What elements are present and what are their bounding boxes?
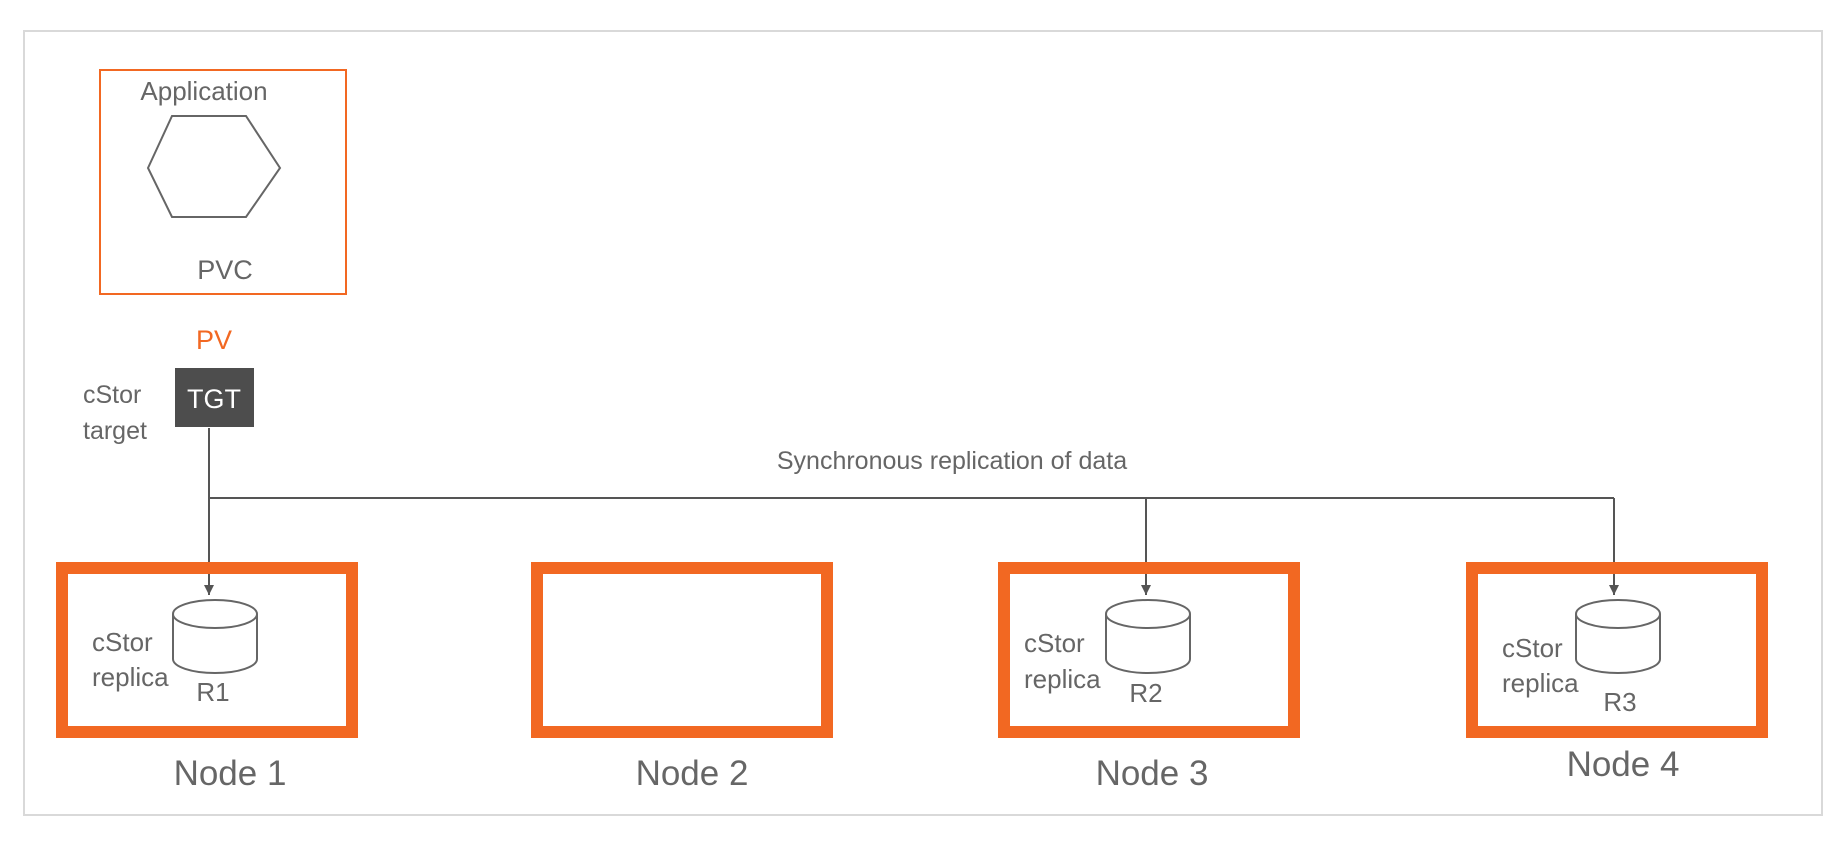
- replica-r1-cylinder-icon: [172, 599, 258, 674]
- application-title: Application: [140, 76, 267, 106]
- target-box: [175, 368, 254, 427]
- node-1: cStor replica R1 Node 1: [56, 562, 358, 793]
- replica-r2-cylinder-icon: [1105, 599, 1191, 674]
- pvc-label: PVC: [197, 255, 253, 285]
- replication-label: Synchronous replication of data: [777, 447, 1127, 475]
- node-2: Node 2: [531, 562, 833, 793]
- node-3-replica-line1: cStor: [1024, 628, 1085, 658]
- node-3-replica-line2: replica: [1024, 664, 1101, 694]
- node-4-replica-id: R3: [1603, 687, 1636, 717]
- node-1-replica-id: R1: [196, 677, 229, 707]
- node-4-replica-line1: cStor: [1502, 633, 1563, 663]
- node-3-replica-id: R2: [1129, 678, 1162, 708]
- target-box-label: TGT: [187, 384, 241, 414]
- node-1-label: Node 1: [174, 754, 287, 793]
- diagram-frame: [23, 30, 1823, 816]
- application-box: Application PVC: [99, 69, 347, 295]
- node-1-replica-line1: cStor: [92, 627, 153, 657]
- node-2-label: Node 2: [636, 754, 749, 793]
- node-3-label: Node 3: [1096, 754, 1209, 793]
- pv-label: PV: [196, 325, 232, 355]
- node-4-label: Node 4: [1567, 745, 1680, 784]
- replication-connectors: [204, 428, 1619, 595]
- application-hexagon-icon: [146, 115, 282, 218]
- target-label-line1: cStor: [83, 381, 141, 409]
- node-1-replica-line2: replica: [92, 662, 169, 692]
- replica-r3-cylinder-icon: [1575, 599, 1661, 674]
- node-3: cStor replica R2 Node 3: [998, 562, 1300, 793]
- target-label-line2: target: [83, 417, 147, 445]
- node-4: cStor replica R3 Node 4: [1466, 562, 1768, 784]
- node-4-replica-line2: replica: [1502, 668, 1579, 698]
